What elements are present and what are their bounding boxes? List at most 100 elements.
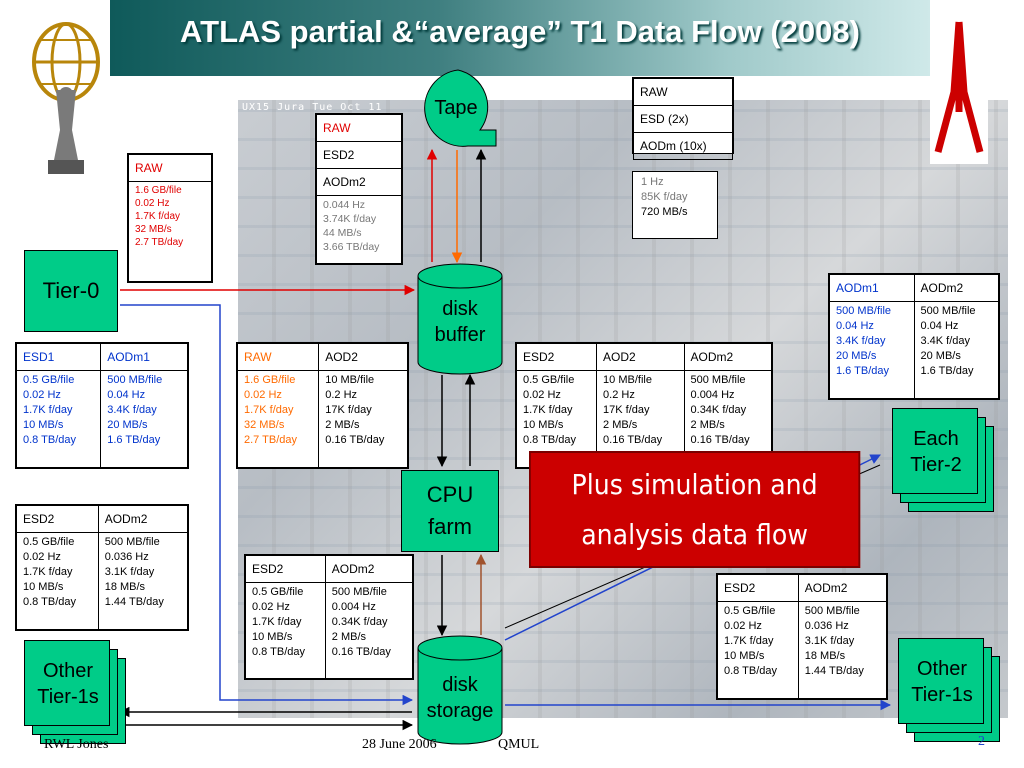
tape-label: Tape — [434, 97, 478, 119]
cpu-input-box: RAW AOD2 1.6 GB/file 0.02 Hz 1.7K f/day … — [236, 342, 409, 469]
tier-0-raw-header: RAW — [128, 154, 212, 182]
disk-buffer-label-line2: buffer — [434, 324, 486, 346]
storage-input-box: ESD2 AODm2 0.5 GB/file 0.02 Hz 1.7K f/da… — [244, 554, 414, 680]
right-bottom-value: 18 MB/s — [804, 650, 846, 662]
tier-2-output-box: AODm1 AODm2 500 MB/file 0.04 Hz 3.4K f/d… — [828, 273, 1000, 400]
cpu-output-value: 2 MB/s — [690, 419, 725, 431]
other-tier-1s-left-line2: Tier-1s — [37, 686, 99, 708]
cpu-input-values: 1.6 GB/file 0.02 Hz 1.7K f/day 32 MB/s 2… — [236, 370, 320, 468]
callout-line1: Plus simulation and — [571, 467, 818, 501]
right-bottom-value: 10 MB/s — [724, 650, 765, 662]
right-bottom-value: 1.7K f/day — [724, 635, 774, 647]
cpu-input-value: 2.7 TB/day — [244, 434, 297, 446]
cpu-output-header: AODm2 — [683, 343, 773, 371]
left-bottom-value: 1.7K f/day — [23, 566, 73, 578]
right-bottom-value: 0.5 GB/file — [724, 605, 776, 617]
page-number: 2 — [978, 734, 985, 749]
callout-line2: analysis data flow — [581, 517, 808, 551]
tier-2-output-values: 500 MB/file 0.04 Hz 3.4K f/day 20 MB/s 1… — [829, 301, 915, 399]
left-top-values: 500 MB/file 0.04 Hz 3.4K f/day 20 MB/s 1… — [100, 370, 188, 468]
storage-input-values: 500 MB/file 0.004 Hz 0.34K f/day 2 MB/s … — [324, 582, 414, 679]
other-tier-1s-right-line1: Other — [916, 658, 967, 680]
tier-0-raw-box: RAW 1.6 GB/file 0.02 Hz 1.7K f/day 32 MB… — [127, 153, 213, 283]
tape-in-value: 3.66 TB/day — [323, 241, 380, 253]
cpu-output-value: 0.34K f/day — [690, 404, 747, 416]
tier-0-raw-value: 1.6 GB/file — [135, 185, 182, 196]
left-top-value: 3.4K f/day — [107, 404, 157, 416]
storage-input-value: 1.7K f/day — [252, 616, 302, 628]
cpu-input-value: 0.16 TB/day — [325, 434, 385, 446]
cpu-input-value: 32 MB/s — [244, 419, 285, 431]
storage-input-value: 500 MB/file — [331, 586, 387, 598]
footer-author: RWL Jones — [44, 737, 109, 752]
right-bottom-value: 0.02 Hz — [724, 620, 762, 632]
cpu-output-value: 17K f/day — [603, 404, 650, 416]
storage-input-value: 0.34K f/day — [331, 616, 388, 628]
left-bottom-values: 500 MB/file 0.036 Hz 3.1K f/day 18 MB/s … — [97, 532, 189, 630]
left-bottom-value: 18 MB/s — [104, 581, 146, 593]
tier-0-node: Tier-0 — [24, 250, 118, 332]
cpu-output-value: 1.7K f/day — [523, 404, 573, 416]
cpu-output-value: 0.16 TB/day — [690, 434, 750, 446]
left-bottom-value: 0.8 TB/day — [23, 596, 76, 608]
storage-input-header: ESD2 — [245, 555, 326, 583]
right-bottom-value: 500 MB/file — [804, 605, 860, 617]
atlas-logo — [32, 22, 100, 174]
tier-0-raw-value: 32 MB/s — [135, 224, 172, 235]
left-bottom-value: 10 MB/s — [23, 581, 64, 593]
right-bottom-value: 1.44 TB/day — [804, 665, 864, 677]
left-top-value: 500 MB/file — [107, 374, 163, 386]
tier-2-output-value: 20 MB/s — [836, 350, 877, 362]
tape-out-row: RAW — [633, 78, 733, 106]
tier-2-output-value: 1.6 TB/day — [920, 365, 974, 377]
left-top-value: 0.5 GB/file — [23, 374, 75, 386]
tape-icon — [424, 69, 497, 147]
cpu-input-header: RAW — [236, 343, 320, 371]
tape-in-row: AODm2 — [316, 168, 402, 196]
slide-title: ATLAS partial &“average” T1 Data Flow (2… — [180, 14, 860, 49]
tape-out-rates-box: 1 Hz 85K f/day 720 MB/s — [632, 171, 718, 239]
right-bottom-value: 0.8 TB/day — [724, 665, 777, 677]
left-bottom-header: AODm2 — [97, 505, 189, 533]
cpu-output-value: 500 MB/file — [690, 374, 746, 386]
cpu-output-box: ESD2 AOD2 AODm2 0.5 GB/file 0.02 Hz 1.7K… — [515, 342, 773, 469]
right-esd2-aodm2-box: ESD2 AODm2 0.5 GB/file 0.02 Hz 1.7K f/da… — [716, 573, 888, 700]
each-tier-2-label-line1: Each — [913, 428, 959, 450]
tier-2-output-value: 3.4K f/day — [836, 335, 886, 347]
left-bottom-value: 0.5 GB/file — [23, 536, 75, 548]
tape-out-row: ESD (2x) — [633, 105, 733, 133]
cpu-output-header: AOD2 — [596, 343, 685, 371]
left-top-value: 0.04 Hz — [107, 389, 146, 401]
storage-input-header: AODm2 — [324, 555, 414, 583]
tier-2-output-header: AODm2 — [913, 274, 999, 302]
footer-venue: QMUL — [498, 737, 540, 752]
cpu-input-value: 1.6 GB/file — [244, 374, 296, 386]
cpu-input-header: AOD2 — [318, 343, 408, 371]
tier-2-output-value: 20 MB/s — [920, 350, 961, 362]
cpu-output-value: 2 MB/s — [603, 419, 638, 431]
cpu-input-value: 1.7K f/day — [244, 404, 294, 416]
cpu-output-header: ESD2 — [515, 343, 598, 371]
tape-in-value: 3.74K f/day — [323, 213, 377, 225]
tier-0-raw-values: 1.6 GB/file 0.02 Hz 1.7K f/day 32 MB/s 2… — [128, 181, 212, 282]
tape-in-box: RAW ESD2 AODm2 0.044 Hz 3.74K f/day 44 M… — [315, 113, 403, 265]
tier-2-output-value: 500 MB/file — [920, 305, 976, 317]
cpu-input-value: 2 MB/s — [325, 419, 360, 431]
tape-out-value: 720 MB/s — [641, 206, 688, 218]
other-tier-1s-left-line1: Other — [42, 660, 93, 682]
cpu-farm-label-line1: CPU — [426, 482, 474, 507]
left-bottom-value: 0.02 Hz — [23, 551, 61, 563]
left-top-value: 1.6 TB/day — [107, 434, 161, 446]
left-top-value: 1.7K f/day — [23, 404, 73, 416]
tape-in-row: ESD2 — [316, 141, 402, 169]
tape-in-value: 0.044 Hz — [323, 199, 366, 211]
storage-input-value: 0.16 TB/day — [331, 646, 391, 658]
cpu-input-value: 17K f/day — [325, 404, 372, 416]
left-bottom-values: 0.5 GB/file 0.02 Hz 1.7K f/day 10 MB/s 0… — [16, 532, 99, 630]
storage-input-value: 10 MB/s — [252, 631, 293, 643]
tier-2-output-values: 500 MB/file 0.04 Hz 3.4K f/day 20 MB/s 1… — [913, 301, 999, 399]
disk-storage-cylinder-icon — [417, 635, 503, 745]
